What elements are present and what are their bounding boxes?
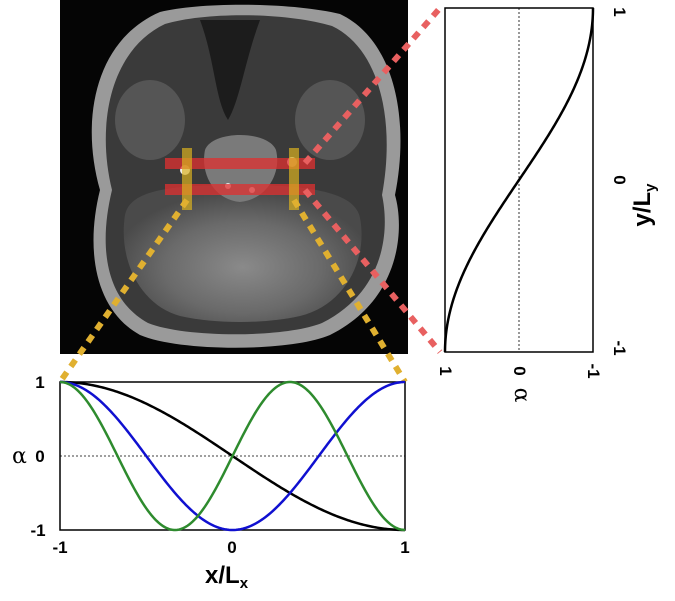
red-guide-top [302,6,443,165]
right-temporal [295,80,365,160]
right-atick-1: 1 [436,366,455,375]
bottom-series-line-1 [59,380,406,532]
bottom-curves [59,380,406,532]
bottom-ytick-0: 0 [35,447,44,466]
right-ytick-1: 1 [610,7,629,16]
right-curves [443,7,595,353]
right-atick-0: 0 [510,366,529,375]
left-temporal [115,80,185,160]
bottom-ytick-1: 1 [35,373,44,392]
right-ytick-neg1: -1 [610,340,629,355]
red-band-bottom [165,184,315,195]
bottom-xtick-0: 0 [227,538,236,557]
right-atick-neg1: -1 [584,363,603,378]
guide-lines [57,6,443,384]
mri-anatomy [91,4,401,348]
right-xlabel: y/Ly [629,183,659,227]
cerebellum [123,185,362,322]
bottom-ytick-neg1: -1 [30,521,45,540]
right-ytick-0: 0 [610,175,629,184]
bottom-xtick-1: 1 [400,538,409,557]
right-series-line-0 [443,7,595,353]
bottom-series-line-2 [59,380,406,532]
right-ylabel: α [509,388,534,403]
yellow-guide-right [291,198,408,384]
red-guide-bottom [302,188,443,354]
yellow-band-left [182,148,192,210]
bottom-xtick-neg1: -1 [52,538,67,557]
yellow-guide-left [57,198,190,384]
yellow-band-right [289,148,299,210]
bottom-ylabel: α [12,444,27,469]
nasal-region [200,20,260,120]
mri-panel [60,0,408,354]
right-plot: 1 0 -1 1 0 -1 α y/Ly [436,7,659,403]
bottom-xlabel: x/Lx [205,562,249,592]
bottom-plot: 1 0 -1 -1 0 1 α x/Lx [12,373,410,592]
red-band-top [165,158,315,169]
